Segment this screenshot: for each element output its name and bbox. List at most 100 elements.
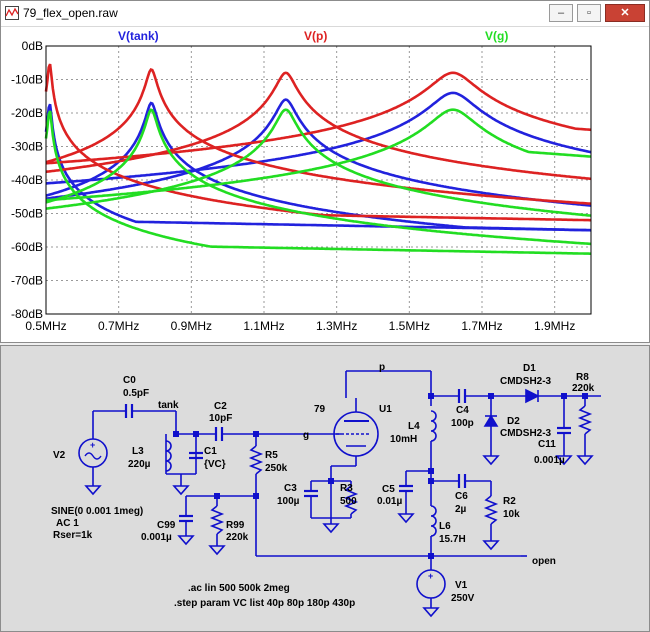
l3-inductor	[165, 440, 172, 472]
x-tick-label: 0.9MHz	[171, 319, 212, 333]
x-tick-label: 0.7MHz	[98, 319, 139, 333]
r2-value: 10k	[503, 509, 520, 520]
x-tick-label: 1.7MHz	[461, 319, 502, 333]
step-directive: .step param VC list 40p 80p 180p 430p	[174, 598, 355, 609]
c4-name: C4	[456, 405, 469, 416]
v2-spec-rser: Rser=1k	[53, 530, 93, 541]
d2-value: CMDSH2-3	[500, 428, 552, 439]
junction-dots	[173, 393, 588, 559]
title-bar[interactable]: 79_flex_open.raw – ▫ ✕	[1, 1, 649, 27]
y-tick-label: -30dB	[11, 140, 43, 154]
ac-directive: .ac lin 500 500k 2meg	[188, 583, 290, 594]
r2-name: R2	[503, 496, 516, 507]
c3-value: 100µ	[277, 496, 300, 507]
tank-netlabel: tank	[158, 400, 179, 411]
l6-value: 15.7H	[439, 534, 466, 545]
v2-spec-ac: AC 1	[56, 518, 79, 529]
p-netlabel: p	[379, 362, 385, 373]
schematic-window: + + V2 C0 0.5pF tank C2 10pF g 79 U1 p L…	[0, 345, 650, 632]
l4-value: 10mH	[390, 434, 417, 445]
bode-plot[interactable]: V(tank) V(p) V(g) 0dB-10dB-20dB-30dB-40d…	[1, 26, 649, 342]
trace-g-step-3	[45, 108, 592, 202]
legend-vp[interactable]: V(p)	[304, 29, 327, 43]
trace-g-step-0	[44, 110, 591, 255]
c5-value: 0.01µ	[377, 496, 402, 507]
c3-name: C3	[284, 483, 297, 494]
minimize-button[interactable]: –	[549, 4, 573, 22]
trace-p-step-2	[45, 71, 592, 181]
y-tick-label: -70dB	[11, 274, 43, 288]
trace-tank-step-1	[45, 101, 592, 232]
y-tick-label: -60dB	[11, 240, 43, 254]
svg-text:+: +	[90, 440, 95, 450]
c2-name: C2	[214, 401, 227, 412]
tube-type: 79	[314, 404, 326, 415]
c99-value: 0.001µ	[141, 532, 172, 543]
x-tick-label: 1.1MHz	[243, 319, 284, 333]
trace-p-step-3	[45, 71, 592, 165]
d1-value: CMDSH2-3	[500, 376, 552, 387]
c5-name: C5	[382, 484, 395, 495]
l6-inductor	[430, 505, 437, 537]
c6-name: C6	[455, 491, 468, 502]
open-netlabel: open	[532, 556, 556, 567]
c4-value: 100p	[451, 418, 474, 429]
window-title: 79_flex_open.raw	[23, 6, 118, 20]
x-tick-label: 1.3MHz	[316, 319, 357, 333]
r99-name: R99	[226, 520, 245, 531]
c1-value: {VC}	[204, 459, 226, 470]
x-tick-label: 1.9MHz	[534, 319, 575, 333]
c2-value: 10pF	[209, 413, 232, 424]
l4-name: L4	[408, 421, 420, 432]
y-tick-label: -50dB	[11, 207, 43, 221]
v1-value: 250V	[451, 593, 475, 604]
c11-value: 0.001µ	[534, 455, 565, 466]
plot-curves	[44, 63, 592, 255]
g-netlabel: g	[303, 430, 309, 441]
v2-spec-sine: SINE(0 0.001 1meg)	[51, 506, 143, 517]
c0-name: C0	[123, 375, 136, 386]
schematic-labels: V2 C0 0.5pF tank C2 10pF g 79 U1 p L3 22…	[51, 362, 595, 609]
y-tick-label: 0dB	[22, 39, 43, 53]
plot-frame	[45, 45, 592, 315]
schematic-canvas[interactable]: + + V2 C0 0.5pF tank C2 10pF g 79 U1 p L…	[1, 346, 649, 631]
legend-vtank[interactable]: V(tank)	[118, 29, 159, 43]
x-axis-ticks: 0.5MHz 0.7MHz 0.9MHz 1.1MHz 1.3MHz 1.5MHz 1.7M…	[25, 319, 575, 333]
x-tick-label: 0.5MHz	[25, 319, 66, 333]
l4-inductor	[430, 410, 437, 442]
schematic-wires	[78, 370, 601, 608]
c1-name: C1	[204, 446, 217, 457]
y-tick-label: -20dB	[11, 106, 43, 120]
waveform-app-icon	[5, 6, 19, 20]
trace-p-step-1	[45, 68, 592, 205]
d1-name: D1	[523, 363, 536, 374]
d2-name: D2	[507, 416, 520, 427]
x-tick-label: 1.5MHz	[389, 319, 430, 333]
trace-g-step-1	[45, 108, 592, 246]
r3-name: R3	[340, 483, 353, 494]
r8-value: 220k	[572, 383, 595, 394]
r5-name: R5	[265, 450, 278, 461]
u1-name: U1	[379, 404, 392, 415]
v2-name: V2	[53, 450, 66, 461]
c99-name: C99	[157, 520, 176, 531]
l3-name: L3	[132, 446, 144, 457]
c11-name: C11	[538, 439, 556, 450]
svg-text:+: +	[428, 571, 433, 581]
ground-symbols	[84, 455, 594, 618]
waveform-window: 79_flex_open.raw – ▫ ✕ V(tank) V(p) V(g)…	[0, 0, 650, 343]
c0-value: 0.5pF	[123, 388, 149, 399]
close-button[interactable]: ✕	[605, 4, 645, 22]
legend-vg[interactable]: V(g)	[485, 29, 508, 43]
c6-value: 2µ	[455, 504, 467, 515]
y-axis-ticks: 0dB-10dB-20dB-30dB-40dB-50dB-60dB-70dB-8…	[11, 39, 43, 321]
trace-g-step-2	[45, 108, 592, 217]
r5-value: 250k	[265, 463, 288, 474]
restore-button[interactable]: ▫	[577, 4, 601, 22]
r99-value: 220k	[226, 532, 249, 543]
r3-value: 500	[340, 496, 357, 507]
l3-value: 220µ	[128, 459, 151, 470]
y-tick-label: -80dB	[11, 307, 43, 321]
y-tick-label: -10dB	[11, 73, 43, 87]
polarity-marks: + +	[90, 440, 433, 581]
